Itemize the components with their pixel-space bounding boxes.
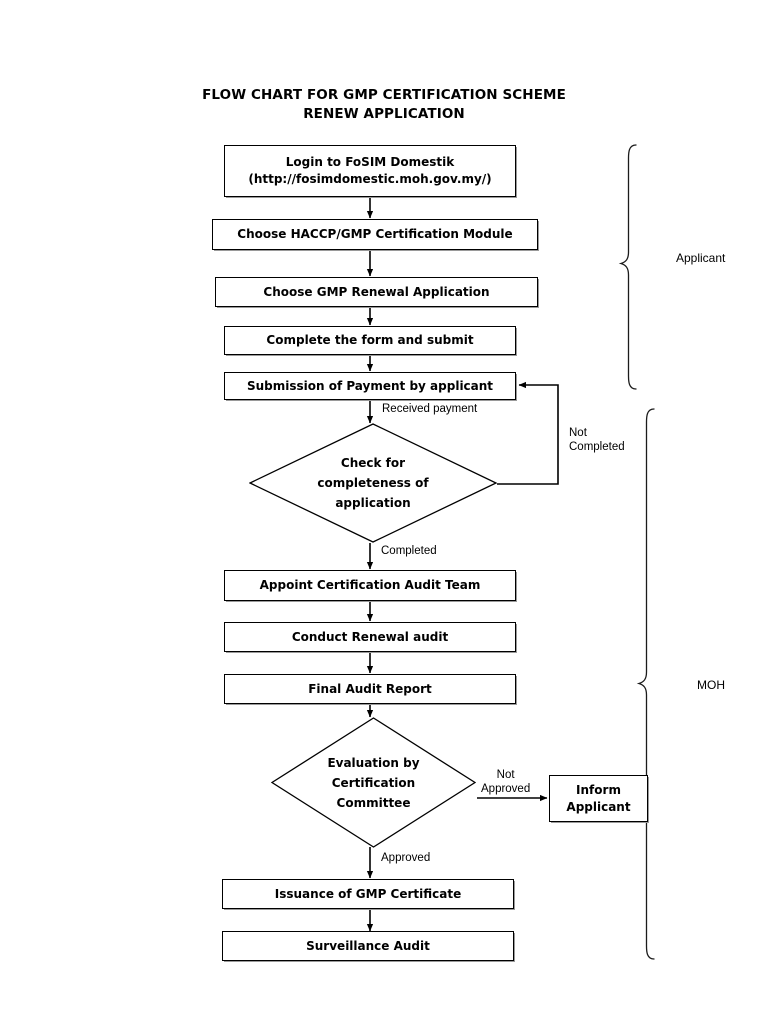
decision-shape bbox=[271, 717, 476, 848]
node-conduct-renewal-audit-text: Conduct Renewal audit bbox=[291, 629, 449, 644]
node-appoint-audit-team-text: Appoint Certification Audit Team bbox=[259, 578, 481, 592]
node-check-completeness[interactable]: Check for completeness of application bbox=[249, 423, 497, 543]
node-final-audit-report[interactable]: Final Audit Report bbox=[224, 674, 516, 704]
edge-label-approved: Approved bbox=[381, 852, 431, 864]
node-evaluation-committee[interactable]: Evaluation by Certification Committee bbox=[271, 717, 476, 848]
edge-label-not-approved: Not Approved bbox=[481, 769, 531, 795]
node-choose-module-text: Choose HACCP/GMP Certification Module bbox=[237, 227, 513, 241]
node-evaluation-line-2: Certification bbox=[331, 775, 416, 790]
node-login-text: Login to FoSIM Domestik bbox=[285, 155, 455, 169]
node-complete-form-text: Complete the form and submit bbox=[266, 333, 474, 347]
applicant-brace bbox=[618, 144, 637, 390]
node-surveillance-audit[interactable]: Surveillance Audit bbox=[222, 931, 514, 961]
title-line-1: FLOW CHART FOR GMP CERTIFICATION SCHEME bbox=[202, 87, 566, 103]
node-check-line-3: application bbox=[335, 496, 411, 510]
node-final-audit-report-text: Final Audit Report bbox=[308, 681, 432, 696]
node-issuance-certificate-text: Issuance of GMP Certificate bbox=[274, 886, 462, 901]
node-check-line-2: completeness of bbox=[317, 476, 429, 490]
node-submission-payment-text: Submission of Payment by applicant bbox=[246, 378, 494, 393]
node-complete-form[interactable]: Complete the form and submit bbox=[224, 326, 516, 355]
node-conduct-renewal-audit[interactable]: Conduct Renewal audit bbox=[224, 622, 516, 652]
lane-label-moh: MOH bbox=[697, 678, 725, 692]
node-check-line-1: Check for bbox=[340, 456, 406, 470]
decision-shape bbox=[249, 423, 497, 543]
node-evaluation-line-1: Evaluation by bbox=[327, 755, 420, 770]
node-appoint-audit-team[interactable]: Appoint Certification Audit Team bbox=[224, 570, 516, 601]
node-evaluation-line-3: Committee bbox=[336, 795, 411, 810]
edge-label-received-payment: Received payment bbox=[382, 403, 478, 415]
edge-label-not-completed: Not Completed bbox=[569, 427, 625, 453]
edge-label-completed: Completed bbox=[381, 545, 437, 557]
node-issuance-certificate[interactable]: Issuance of GMP Certificate bbox=[222, 879, 514, 909]
node-inform-applicant-line-2: Applicant bbox=[566, 799, 631, 814]
node-inform-applicant[interactable]: Inform Applicant bbox=[549, 775, 648, 822]
title-line-2: RENEW APPLICATION bbox=[303, 106, 465, 122]
node-login-url: (http://fosimdomestic.moh.gov.my/) bbox=[248, 172, 492, 186]
node-choose-renewal-text: Choose GMP Renewal Application bbox=[263, 284, 490, 299]
node-submission-payment[interactable]: Submission of Payment by applicant bbox=[224, 372, 516, 400]
lane-label-applicant: Applicant bbox=[676, 251, 726, 265]
node-inform-applicant-line-1: Inform bbox=[576, 782, 621, 797]
node-choose-module[interactable]: Choose HACCP/GMP Certification Module bbox=[212, 219, 538, 250]
node-choose-renewal[interactable]: Choose GMP Renewal Application bbox=[215, 277, 538, 307]
page-title: FLOW CHART FOR GMP CERTIFICATION SCHEME … bbox=[0, 86, 768, 124]
node-surveillance-audit-text: Surveillance Audit bbox=[306, 938, 430, 953]
node-login[interactable]: Login to FoSIM Domestik (http://fosimdom… bbox=[224, 145, 516, 197]
moh-brace bbox=[636, 408, 655, 960]
